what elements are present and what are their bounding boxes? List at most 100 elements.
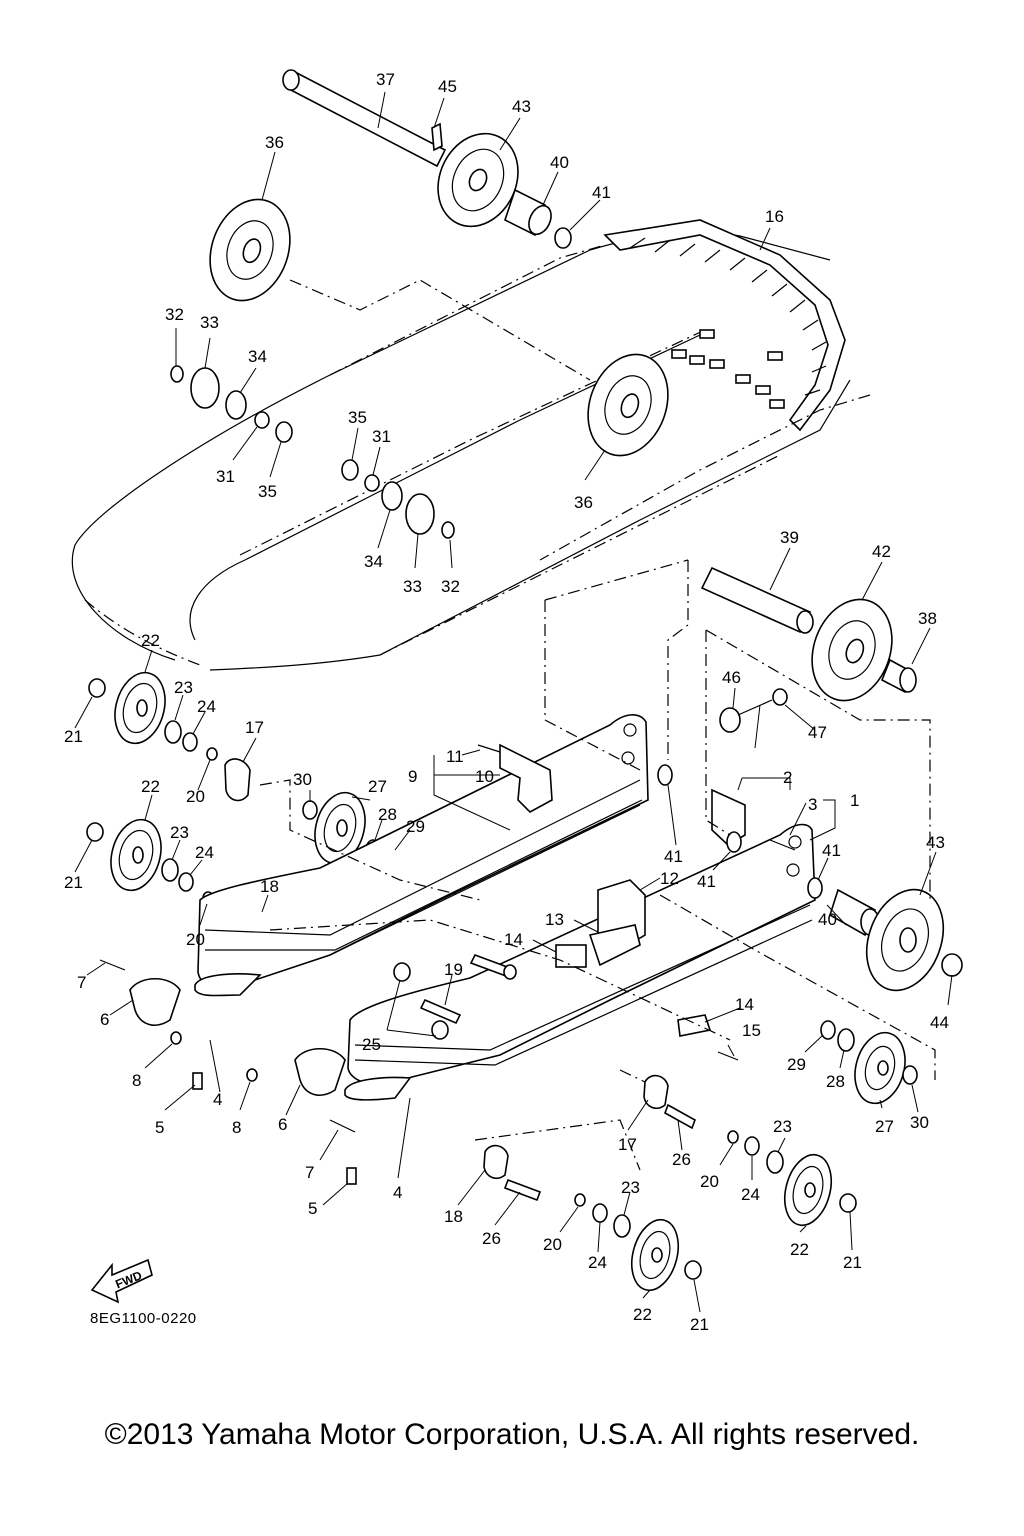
callout-22: 22 xyxy=(141,631,160,650)
wheel-27-right xyxy=(854,1031,906,1105)
callout-36: 36 xyxy=(574,493,593,512)
washer-20-upper xyxy=(206,747,218,761)
callout-32: 32 xyxy=(441,577,460,596)
washer-35-left xyxy=(275,421,293,443)
bolt-5-right xyxy=(346,1167,357,1185)
callout-29: 29 xyxy=(787,1055,806,1074)
leader-lines xyxy=(74,91,953,1313)
callout-25: 25 xyxy=(362,1035,381,1054)
nut-44 xyxy=(941,953,963,977)
callout-21: 21 xyxy=(64,873,83,892)
parts-diagram: FWD 37 45 43 36 40 41 16 32 33 34 35 31 … xyxy=(64,69,963,1334)
collar-34-left xyxy=(225,390,247,420)
circlip-30-right xyxy=(902,1065,918,1085)
callout-40: 40 xyxy=(550,153,569,172)
callout-labels: 37 45 43 36 40 41 16 32 33 34 35 31 31 3… xyxy=(64,70,949,1334)
arm-17-left xyxy=(224,758,251,802)
callout-22: 22 xyxy=(141,777,160,796)
callout-27: 27 xyxy=(368,777,387,796)
callout-23: 23 xyxy=(174,678,193,697)
rear-axle-39 xyxy=(700,566,814,634)
bracket-13 xyxy=(588,924,641,967)
callout-30: 30 xyxy=(293,770,312,789)
callout-30: 30 xyxy=(910,1113,929,1132)
callout-20: 20 xyxy=(186,787,205,806)
circlip-32-middle xyxy=(441,521,455,539)
circlip-24-lower-left xyxy=(592,1203,608,1223)
callout-21: 21 xyxy=(843,1253,862,1272)
track-tread xyxy=(603,219,846,432)
callout-24: 24 xyxy=(741,1185,760,1204)
wheel-22-middle-left xyxy=(110,818,162,892)
fwd-arrow: FWD xyxy=(90,1258,153,1304)
diagram-code: 8EG1100-0220 xyxy=(90,1310,197,1327)
callout-1: 1 xyxy=(850,791,859,810)
callout-8: 8 xyxy=(232,1118,241,1137)
slide-runner-4-right xyxy=(344,1076,412,1101)
arm-17-right xyxy=(643,1074,669,1109)
nut-25-left xyxy=(393,962,411,982)
callout-10: 10 xyxy=(475,767,494,786)
collar-46 xyxy=(719,707,741,733)
bracket-10 xyxy=(499,743,553,813)
end-cap-6-left xyxy=(129,978,181,1026)
callout-17: 17 xyxy=(618,1135,637,1154)
rivet-7-right xyxy=(329,1119,356,1133)
callout-6: 6 xyxy=(100,1010,109,1029)
callout-5: 5 xyxy=(308,1199,317,1218)
callout-45: 45 xyxy=(438,77,457,96)
callout-20: 20 xyxy=(543,1235,562,1254)
circlip-24-lower-right xyxy=(744,1136,760,1156)
callout-15: 15 xyxy=(742,1021,761,1040)
callout-24: 24 xyxy=(195,843,214,862)
bolt-19 xyxy=(469,954,517,980)
rivet-15 xyxy=(717,1051,739,1061)
washer-41-rail-middle xyxy=(726,831,742,853)
callout-7: 7 xyxy=(77,973,86,992)
circlip-32-left xyxy=(170,365,184,383)
arm-18-right xyxy=(483,1144,509,1179)
washer-41-rail-left xyxy=(657,764,673,786)
bearing-33-middle xyxy=(405,493,435,535)
nut-21-upper xyxy=(88,678,106,698)
callout-41: 41 xyxy=(664,847,683,866)
callout-35: 35 xyxy=(348,408,367,427)
callout-6: 6 xyxy=(278,1115,287,1134)
bolt-19-lower xyxy=(419,998,462,1025)
nut-21-lower-right xyxy=(839,1193,857,1213)
bearing-23-middle xyxy=(161,858,179,882)
bearing-23-lower-right xyxy=(766,1150,784,1174)
spacer-40-upper xyxy=(504,188,552,237)
rear-wheel-42 xyxy=(811,598,893,702)
callout-9: 9 xyxy=(408,767,417,786)
wheel-27-left xyxy=(314,791,366,865)
callout-26: 26 xyxy=(672,1150,691,1169)
track-belt xyxy=(71,219,851,671)
callout-35: 35 xyxy=(258,482,277,501)
callout-41: 41 xyxy=(822,841,841,860)
callout-31: 31 xyxy=(216,467,235,486)
callout-32: 32 xyxy=(165,305,184,324)
slide-runner-4-left xyxy=(194,973,262,997)
callout-33: 33 xyxy=(200,313,219,332)
callout-2: 2 xyxy=(783,768,792,787)
callout-4: 4 xyxy=(213,1090,222,1109)
circlip-24-middle xyxy=(178,872,194,892)
callout-23: 23 xyxy=(621,1178,640,1197)
callout-23: 23 xyxy=(773,1117,792,1136)
callout-38: 38 xyxy=(918,609,937,628)
washer-31-middle xyxy=(364,474,380,492)
callout-4: 4 xyxy=(393,1183,402,1202)
callout-37: 37 xyxy=(376,70,395,89)
callout-28: 28 xyxy=(378,805,397,824)
callout-8: 8 xyxy=(132,1071,141,1090)
callout-11: 11 xyxy=(446,747,464,766)
callout-17: 17 xyxy=(245,718,264,737)
callout-44: 44 xyxy=(930,1013,949,1032)
washer-20-lower-right xyxy=(727,1130,739,1144)
callout-26: 26 xyxy=(482,1229,501,1248)
upper-axle-shaft xyxy=(282,69,447,168)
callout-41: 41 xyxy=(697,872,716,891)
circlip-24-upper xyxy=(182,732,198,752)
bolt-26-lower xyxy=(503,1178,542,1202)
